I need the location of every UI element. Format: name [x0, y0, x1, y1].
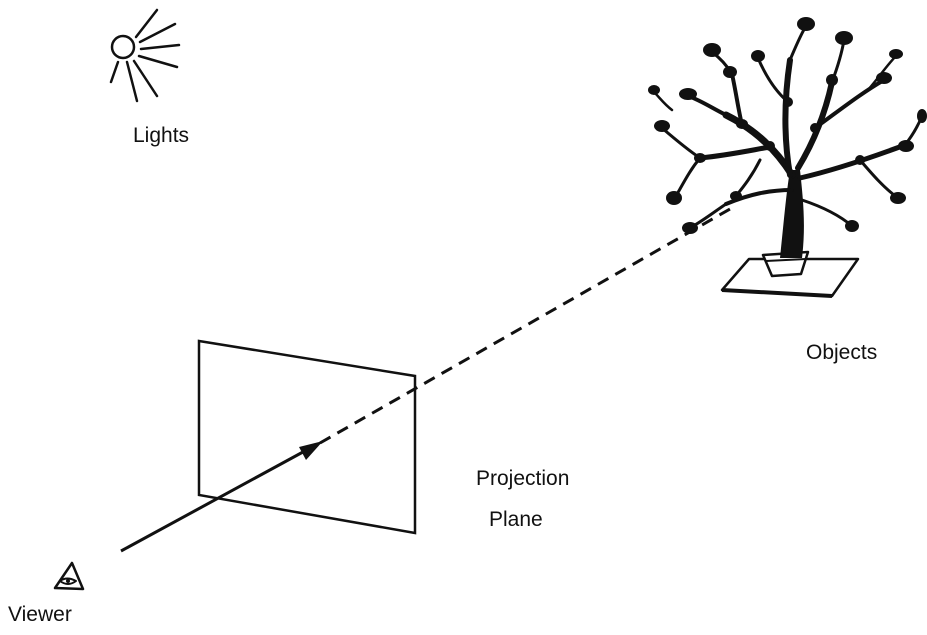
eye-icon — [53, 561, 85, 591]
lights-label: Lights — [133, 124, 190, 147]
sun-icon — [109, 8, 181, 103]
objects-label: Objects — [806, 341, 878, 364]
projection-plane-label-line2: Plane — [489, 508, 543, 531]
viewer-label: Viewer — [8, 603, 72, 626]
projection-plane-label-line1: Projection — [476, 467, 570, 490]
ray-arrowhead — [299, 441, 323, 460]
view-ray-dashed — [319, 207, 731, 445]
view-ray-solid — [120, 444, 315, 553]
projection-plane — [197, 339, 417, 535]
tree-icon — [648, 17, 927, 298]
